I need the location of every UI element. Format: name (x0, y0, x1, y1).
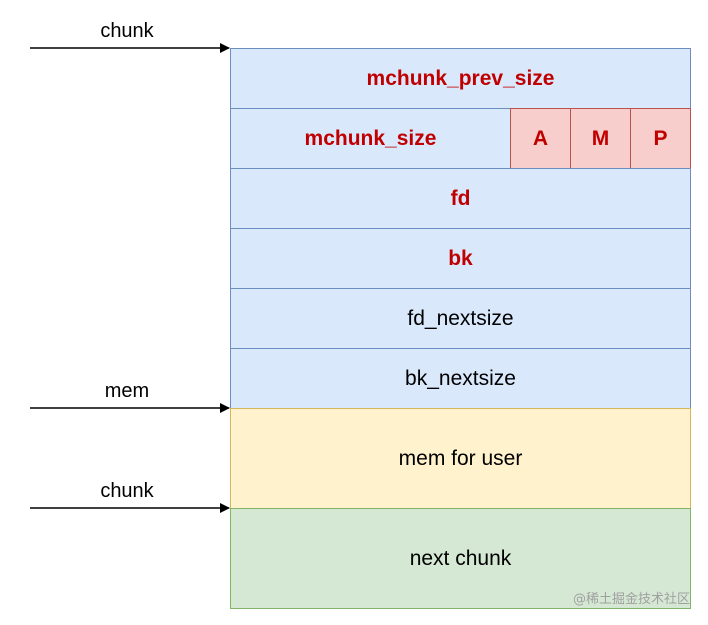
flag-p: P (630, 108, 691, 169)
watermark: @稀土掘金技术社区 (572, 592, 690, 607)
next-chunk-region: next chunk (230, 508, 691, 609)
field-bk-label: bk (448, 246, 473, 270)
field-fd-nextsize-label: fd_nextsize (407, 306, 514, 330)
next-chunk-pointer-label: chunk (100, 480, 154, 502)
field-bk: bk (230, 228, 691, 289)
chunk-pointer-label: chunk (100, 20, 154, 42)
flag-m: M (570, 108, 631, 169)
field-bk-nextsize-label: bk_nextsize (405, 366, 516, 390)
field-fd-label: fd (450, 186, 471, 210)
flag-a-label: A (532, 126, 549, 150)
field-fd: fd (230, 168, 691, 229)
mem-for-user-region: mem for user (230, 408, 691, 509)
mem-for-user-label: mem for user (398, 446, 523, 470)
field-fd-nextsize: fd_nextsize (230, 288, 691, 349)
field-bk-nextsize: bk_nextsize (230, 348, 691, 409)
flag-p-label: P (653, 126, 668, 150)
field-mchunk-prev-size: mchunk_prev_size (230, 48, 691, 109)
field-mchunk-size: mchunk_size (230, 108, 511, 169)
field-mchunk-size-label: mchunk_size (304, 126, 437, 150)
field-mchunk-prev-size-label: mchunk_prev_size (366, 66, 555, 90)
mem-pointer-label: mem (104, 380, 150, 402)
flag-m-label: M (591, 126, 610, 150)
flag-a: A (510, 108, 571, 169)
next-chunk-label: next chunk (409, 546, 512, 570)
